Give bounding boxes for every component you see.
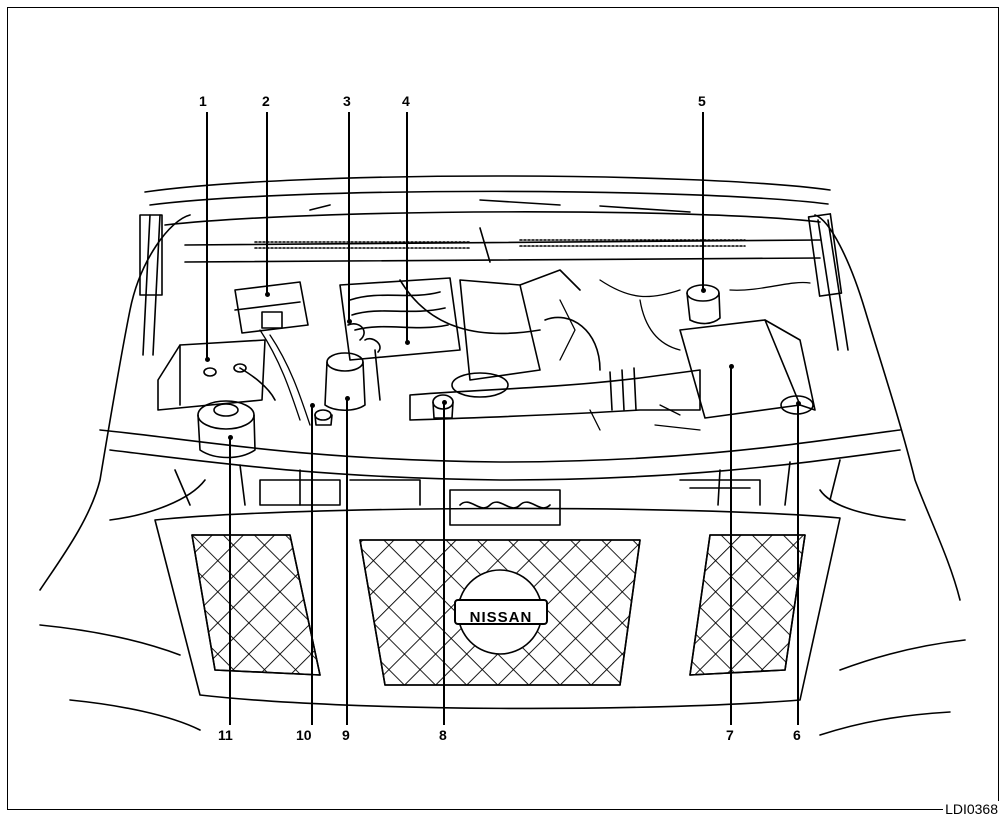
callout-5: 5	[698, 93, 706, 109]
callout-4: 4	[402, 93, 410, 109]
leader-dot-6	[796, 401, 801, 406]
fenders	[39, 214, 966, 736]
engine-block	[339, 269, 601, 381]
leader-line-7	[730, 366, 732, 725]
coolant-reservoir-11	[197, 400, 256, 459]
badge-text: NISSAN	[470, 609, 533, 626]
leader-line-5	[702, 112, 704, 290]
leader-line-2	[266, 112, 268, 294]
leader-dot-10	[310, 403, 315, 408]
leader-dot-5	[701, 288, 706, 293]
leader-dot-7	[729, 364, 734, 369]
leader-line-1	[206, 112, 208, 359]
figure-code: LDI0368	[943, 801, 1000, 817]
brake-reservoir-cap-10	[314, 409, 333, 426]
hood-struts	[139, 213, 849, 356]
leader-dot-2	[265, 292, 270, 297]
hood-panel	[144, 175, 831, 263]
leader-dot-11	[228, 435, 233, 440]
power-steering-reservoir-9	[324, 352, 366, 412]
leader-line-10	[311, 405, 313, 725]
callout-7: 7	[726, 727, 734, 743]
callout-1: 1	[199, 93, 207, 109]
callout-2: 2	[262, 93, 270, 109]
leader-line-6	[797, 403, 799, 725]
callout-11: 11	[218, 727, 233, 743]
air-cleaner-box	[679, 319, 816, 419]
leader-dot-9	[345, 396, 350, 401]
leader-dot-1	[205, 357, 210, 362]
callout-10: 10	[296, 727, 312, 743]
fuse-box	[234, 281, 309, 334]
leader-dot-4	[405, 340, 410, 345]
leader-dot-3	[347, 319, 352, 324]
battery	[157, 339, 276, 411]
callout-8: 8	[439, 727, 447, 743]
leader-line-3	[348, 112, 350, 321]
radiator-support	[99, 429, 901, 526]
nissan-badge	[454, 569, 548, 655]
leader-line-11	[229, 437, 231, 725]
callout-6: 6	[793, 727, 801, 743]
callout-3: 3	[343, 93, 351, 109]
callout-9: 9	[342, 727, 350, 743]
leader-dot-8	[442, 400, 447, 405]
dipstick-3-4	[347, 323, 381, 401]
leader-line-4	[406, 112, 408, 342]
hoses	[259, 279, 811, 431]
leader-line-9	[346, 398, 348, 725]
leader-line-8	[443, 402, 445, 725]
air-intake-duct	[409, 367, 701, 421]
